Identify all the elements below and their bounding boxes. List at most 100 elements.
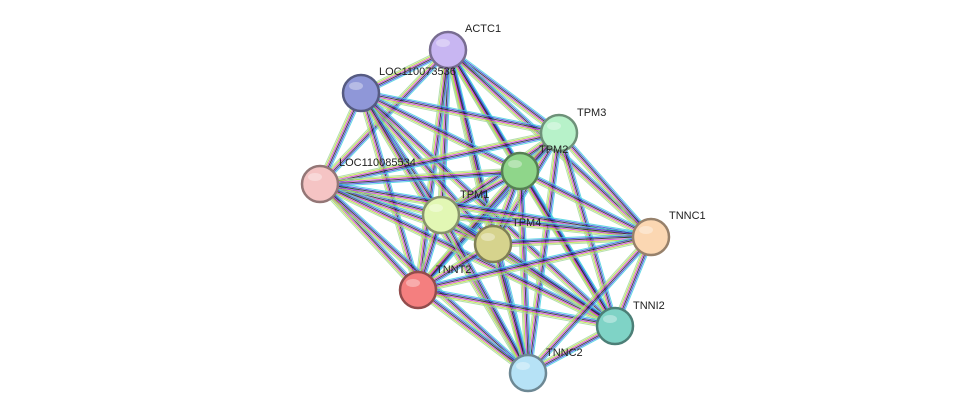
node-circle[interactable] [300,164,340,204]
node-tpm1[interactable] [421,195,461,235]
node-circle[interactable] [473,224,513,264]
edge-line [320,181,617,325]
node-actc1[interactable] [428,30,468,70]
edge-line [318,184,417,292]
node-label-loc110085534: LOC110085534 [339,157,416,169]
edge-line [320,135,560,188]
node-highlight [603,315,617,323]
node-circle[interactable] [631,217,671,257]
node-tpm3[interactable] [539,113,579,153]
edge-line [530,133,563,374]
edge-line [362,92,421,290]
edge-line [527,236,651,373]
node-highlight [436,39,450,47]
edge-line [319,129,559,182]
node-highlight [516,362,530,370]
edge-line [495,134,563,246]
edge-line [439,215,528,374]
edge-line [494,240,618,324]
edge-line [416,291,528,375]
edge-line [417,235,651,290]
edge-line [419,50,451,291]
edges-layer [316,46,655,377]
edge-line [415,292,527,376]
edge-line [417,292,615,330]
edge-line [417,290,528,374]
edge-line [417,291,615,329]
node-tnnc1[interactable] [631,217,671,257]
node-circle[interactable] [421,195,461,235]
node-label-loc110073536: LOC110073536 [379,66,456,78]
edge-line [361,90,522,170]
edge-line [441,214,530,373]
edge-line [320,172,521,187]
edge-line [441,212,652,236]
edge-line [320,183,419,290]
edge-TPM3-LOC110085534 [319,129,560,188]
node-label-actc1: ACTC1 [465,23,501,35]
node-highlight [308,173,322,181]
edge-line [492,244,615,327]
node-label-tpm4: TPM4 [512,217,541,229]
edge-line [440,215,651,239]
node-tnnc2[interactable] [508,353,548,393]
edge-line [414,49,446,290]
node-circle[interactable] [595,306,635,346]
edge-line [529,133,562,374]
node-highlight [406,279,420,287]
edge-line [359,95,519,175]
edge-line [559,132,652,237]
edge-line [319,130,559,183]
node-circle[interactable] [398,270,438,310]
node-label-tpm1: TPM1 [460,189,489,201]
node-loc110073536[interactable] [341,73,381,113]
node-tnnt2[interactable] [398,270,438,310]
edge-line [320,173,521,188]
node-circle[interactable] [508,353,548,393]
edge-line [520,170,616,326]
edge-line [526,132,559,373]
edge-line [528,133,561,374]
edge-line [320,171,521,186]
edge-line [321,182,420,290]
edge-line [442,213,531,373]
edge-line [360,93,493,245]
edge-line [521,167,653,235]
node-label-tnnc2: TNNC2 [546,347,583,359]
edge-line [443,50,452,216]
edge-line [490,246,614,330]
node-tpm4[interactable] [473,224,513,264]
node-circle[interactable] [341,73,381,113]
node-loc110085534[interactable] [300,164,340,204]
node-circle[interactable] [539,113,579,153]
edge-line [319,184,418,291]
node-tpm2[interactable] [500,151,540,191]
node-label-tnnc1: TNNC1 [669,210,706,222]
edge-line [520,168,653,236]
node-circle[interactable] [428,30,468,70]
node-tnni2[interactable] [595,306,635,346]
edge-line [418,289,529,373]
edge-line [530,238,654,376]
node-highlight [429,204,443,212]
edge-line [418,288,530,372]
edge-TPM3-TNNC1 [556,130,654,240]
edge-line [360,95,559,137]
node-label-tnnt2: TNNT2 [436,264,471,276]
edge-line [525,132,558,373]
edge-line [361,91,560,133]
edge-line [418,237,652,292]
node-circle[interactable] [500,151,540,191]
edge-line [360,94,559,136]
edge-line [360,93,559,135]
edge-TPM2-LOC110085534 [319,167,521,188]
edge-line [361,91,521,171]
edge-line [558,133,651,238]
edge-line [492,233,651,242]
node-highlight [547,122,561,130]
edge-line [418,239,652,294]
edge-line [438,215,527,375]
edge-line [319,167,520,182]
edge-line [518,171,528,374]
